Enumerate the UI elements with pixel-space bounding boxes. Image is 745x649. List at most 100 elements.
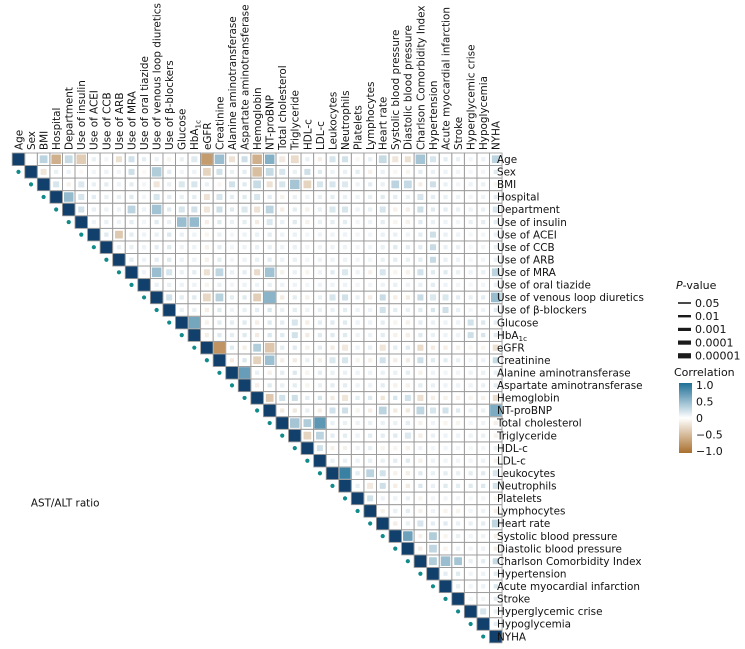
- column-label: Leukocytes: [327, 92, 339, 150]
- correlation-cell: [314, 417, 326, 429]
- correlation-cell: [418, 307, 423, 313]
- correlation-cell: [330, 194, 335, 200]
- correlation-cell: [468, 471, 473, 476]
- correlation-cell: [430, 270, 436, 275]
- correlation-cell: [355, 270, 360, 275]
- correlation-cell: [380, 169, 385, 174]
- correlation-cell: [368, 433, 373, 438]
- correlation-cell: [154, 232, 159, 237]
- correlation-cell: [342, 156, 349, 163]
- correlation-cell: [342, 181, 349, 188]
- column-label: Hospital: [51, 108, 63, 150]
- correlation-cell: [418, 370, 423, 375]
- correlation-cell: [379, 306, 386, 314]
- correlation-cell: [330, 219, 335, 225]
- correlation-cell: [481, 320, 486, 325]
- correlation-cell: [192, 232, 197, 237]
- correlation-cell: [443, 207, 448, 212]
- correlation-cell: [393, 207, 398, 212]
- correlation-cell: [455, 395, 461, 401]
- row-label: Neutrophils: [497, 481, 557, 493]
- correlation-cell: [405, 320, 410, 325]
- correlation-cell: [391, 180, 400, 189]
- correlation-cell: [252, 154, 262, 165]
- correlation-cell: [380, 395, 385, 401]
- diagonal-cell: [175, 316, 189, 329]
- correlation-cell: [443, 358, 448, 363]
- correlation-cell: [330, 307, 335, 313]
- correlation-cell: [455, 420, 461, 426]
- correlation-cell: [380, 508, 385, 514]
- correlation-cell: [481, 458, 486, 463]
- correlation-cell: [443, 458, 448, 463]
- correlation-cell: [342, 420, 348, 426]
- variable-node-dot: [481, 634, 486, 639]
- column-label: Triglyceride: [290, 90, 302, 151]
- correlation-cell: [481, 232, 486, 237]
- correlation-cell: [253, 343, 262, 352]
- correlation-cell: [430, 446, 436, 451]
- correlation-cell: [267, 194, 272, 200]
- correlation-cell: [380, 332, 385, 338]
- correlation-cell: [280, 257, 285, 262]
- correlation-cell: [128, 156, 135, 163]
- correlation-cell: [242, 232, 247, 237]
- correlation-cell: [201, 153, 213, 165]
- correlation-cell: [455, 533, 461, 539]
- correlation-cell: [167, 257, 172, 262]
- correlation-cell: [393, 471, 398, 476]
- correlation-cell: [51, 154, 61, 165]
- correlation-cell: [317, 194, 323, 200]
- column-label: Use of CCB: [101, 92, 113, 150]
- correlation-cell: [430, 395, 436, 401]
- correlation-cell: [405, 508, 410, 514]
- correlation-cell: [179, 169, 184, 174]
- correlation-cell: [443, 521, 448, 526]
- diagonal-cell: [24, 165, 38, 179]
- variable-node-dot: [455, 609, 461, 614]
- correlation-cell: [366, 469, 375, 478]
- correlation-cell: [330, 383, 335, 388]
- correlation-cell: [379, 344, 386, 351]
- correlation-legend-tick: 1.0: [696, 379, 714, 392]
- row-label: Systolic blood pressure: [497, 531, 617, 543]
- diagonal-cell: [389, 529, 402, 543]
- column-label: Use of MRA: [126, 90, 138, 150]
- correlation-cell: [229, 232, 235, 237]
- variable-node-dot: [292, 446, 297, 451]
- correlation-cell: [468, 383, 473, 388]
- correlation-cell: [154, 219, 159, 225]
- correlation-cell: [280, 295, 285, 300]
- correlation-cell: [455, 408, 461, 413]
- correlation-cell: [179, 282, 184, 288]
- correlation-cell: [305, 245, 310, 250]
- correlation-cell: [153, 193, 160, 200]
- correlation-cell: [91, 194, 96, 200]
- variable-node-dot: [104, 257, 109, 262]
- correlation-cell: [368, 370, 373, 375]
- correlation-cell: [292, 169, 297, 174]
- correlation-cell: [379, 294, 386, 301]
- variable-node-dot: [192, 345, 197, 350]
- correlation-cell: [468, 157, 473, 162]
- correlation-cell: [430, 458, 436, 463]
- correlation-cell: [415, 154, 426, 165]
- correlation-cell: [455, 521, 461, 526]
- correlation-cell: [455, 282, 461, 288]
- correlation-legend-tick: 0: [696, 412, 703, 425]
- column-label: NYHA: [491, 120, 503, 150]
- correlation-cell: [368, 295, 373, 300]
- correlation-cell: [468, 207, 473, 212]
- correlation-cell: [242, 345, 247, 350]
- correlation-cell: [242, 332, 247, 338]
- correlation-cell: [279, 394, 286, 401]
- correlation-cell: [455, 584, 461, 589]
- correlation-cell: [141, 270, 147, 275]
- correlation-cell: [418, 471, 423, 476]
- correlation-cell: [254, 320, 260, 325]
- correlation-cell: [368, 358, 373, 363]
- correlation-cell: [368, 420, 373, 426]
- correlation-cell: [267, 370, 272, 375]
- correlation-cell: [481, 383, 486, 388]
- correlation-cell: [316, 431, 324, 440]
